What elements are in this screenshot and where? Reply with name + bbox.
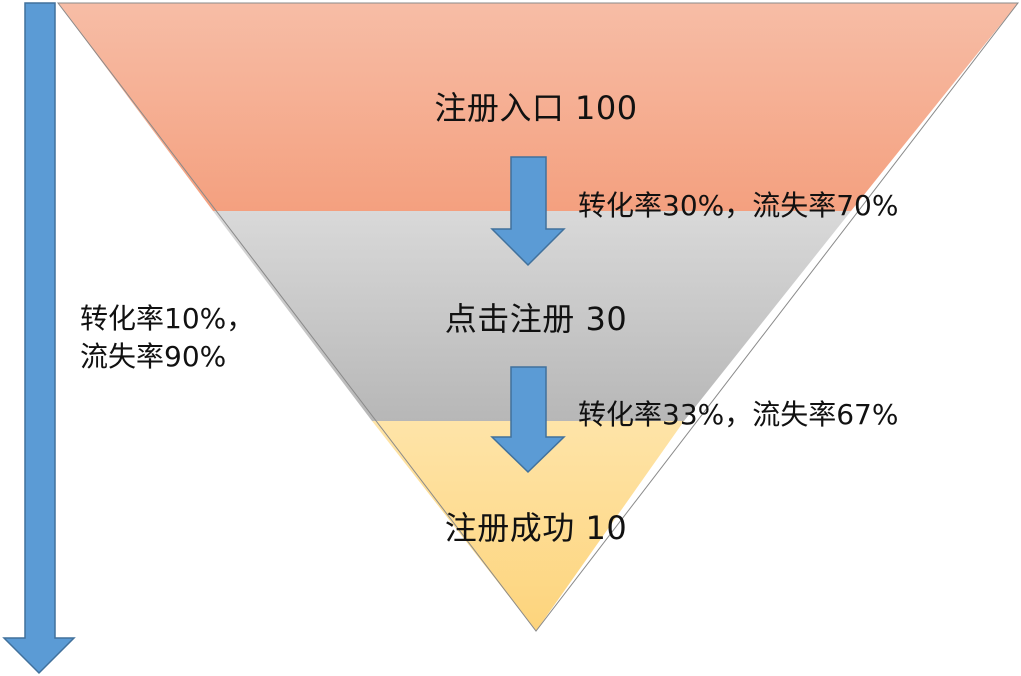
stage-label-click-register: 点击注册 30 [444,300,628,338]
overall-churn-text: 流失率90% [80,340,227,373]
transition-rate-label-2: 转化率33%，流失率67% [578,398,899,431]
transition-rate-label-1: 转化率30%，流失率70% [578,189,899,222]
stage-label-registration-success: 注册成功 10 [444,509,628,547]
overall-down-arrow-icon [2,2,76,675]
overall-rate-label: 转化率10%， 流失率90% [80,300,254,376]
transition-arrow-2-icon [490,366,566,474]
funnel-stage-middle [213,211,851,421]
overall-conversion-text: 转化率10%， [80,302,255,335]
stage-label-registration-entry: 注册入口 100 [434,89,638,127]
funnel-stage-top [58,3,1018,211]
funnel-stage-bottom [372,421,684,631]
funnel-outline [56,2,1020,632]
transition-arrow-1-icon [490,156,566,267]
